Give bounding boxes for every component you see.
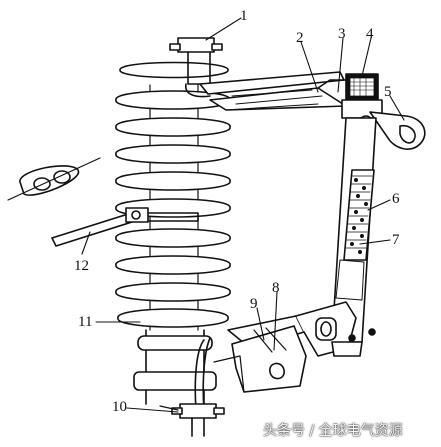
upper-terminal (169, 37, 223, 98)
callout-7: 7 (392, 232, 400, 248)
callout-3: 3 (338, 26, 346, 42)
callout-5: 5 (384, 84, 392, 100)
clamp-plate-detail (7, 157, 101, 201)
callout-1: 1 (240, 8, 248, 24)
fuse-tube (331, 117, 377, 343)
watermark: 头条号 / 全球电气资源 (263, 423, 403, 439)
callout-10: 10 (112, 399, 127, 415)
lower-terminal (159, 337, 225, 437)
callout-9: 9 (250, 296, 258, 312)
callout-4: 4 (366, 26, 374, 42)
porcelain-insulator (115, 61, 231, 405)
pull-ring (369, 111, 426, 150)
leader-lines (81, 17, 405, 413)
callout-6: 6 (392, 191, 400, 207)
upper-contact-assembly (199, 71, 357, 111)
callout-labels: 1 2 3 4 5 6 7 8 9 10 11 12 (74, 8, 400, 415)
callout-2: 2 (296, 30, 304, 46)
callout-12: 12 (74, 258, 89, 274)
callout-11: 11 (78, 314, 92, 330)
lower-hinge-assembly (213, 301, 376, 393)
callout-8: 8 (272, 280, 280, 296)
mounting-bracket (51, 207, 199, 247)
